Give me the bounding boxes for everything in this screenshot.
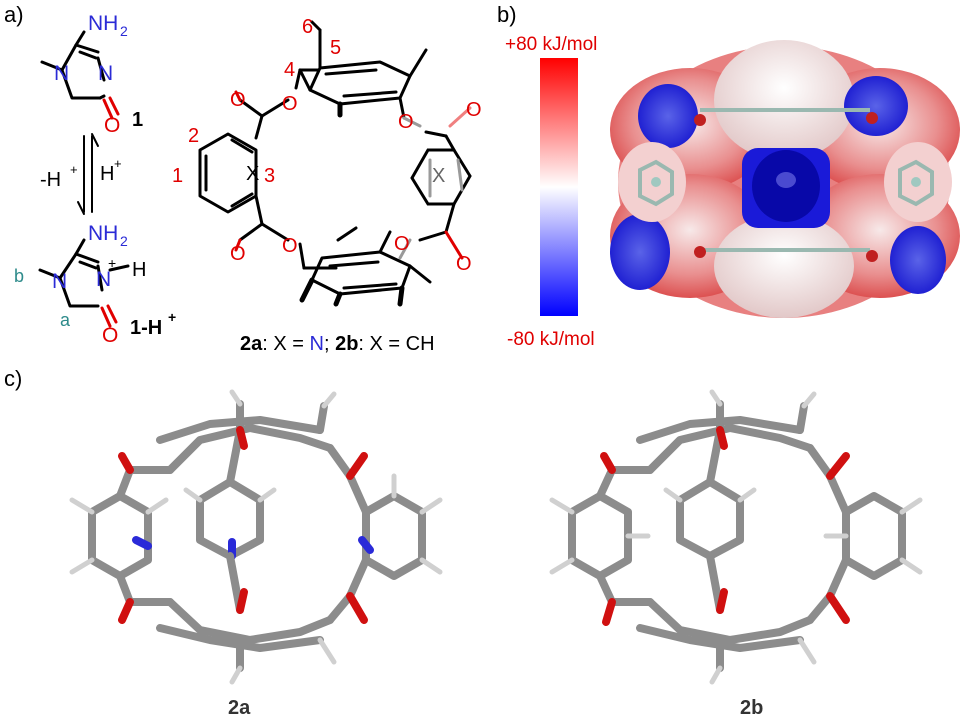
o-label-8: O	[456, 253, 472, 275]
position-6-label: 6	[302, 16, 313, 38]
compound-1-structure	[40, 30, 120, 120]
n1-label: N	[54, 62, 69, 85]
caption-2b: 2b	[335, 333, 358, 355]
n4-label: N	[96, 268, 111, 291]
position-5-label: 5	[330, 37, 341, 59]
caption-mid2: : X = CH	[358, 333, 434, 355]
structure-2a	[69, 389, 443, 685]
n4-charge: +	[108, 255, 116, 271]
esp-max-label: +80 kJ/mol	[505, 34, 597, 55]
compound-1h-charge: +	[168, 309, 176, 325]
caption-2a: 2a	[240, 333, 263, 355]
o-label-5: O	[398, 111, 414, 133]
compound-1h-number: 1-H	[130, 317, 162, 339]
compound-1-number: 1	[132, 109, 143, 131]
o-label-4: O	[282, 235, 298, 257]
nh2-subscript: 2	[120, 23, 128, 39]
compound-caption: 2a: X = N; 2b: X = CH	[240, 333, 435, 355]
o-label-6: O	[466, 99, 482, 121]
o-label-1: O	[230, 89, 246, 111]
n2-label: N	[98, 62, 113, 85]
o-label: O	[104, 114, 120, 137]
panel-label-b: b)	[497, 2, 517, 27]
nh2-label-2: NH	[88, 222, 118, 245]
position-b-label: b	[14, 266, 24, 286]
h-label: H	[132, 259, 146, 281]
caption-mid1: : X =	[262, 333, 309, 355]
label-2a: 2a	[228, 697, 251, 719]
panel-label-c: c)	[4, 366, 23, 391]
nh2-label: NH	[88, 12, 118, 35]
esp-color-bar	[540, 58, 578, 316]
minus-h-label: -H	[40, 169, 61, 191]
o2-label: O	[102, 324, 118, 347]
n3-label: N	[52, 270, 67, 293]
caption-n: N	[310, 333, 324, 355]
nh2-subscript-2: 2	[120, 233, 128, 249]
o-label-7: O	[394, 233, 410, 255]
panel-label-a: a)	[4, 2, 24, 27]
structure-2b	[549, 389, 923, 685]
x-label-right: X	[432, 165, 445, 187]
plus-h-label: H	[100, 163, 114, 185]
caption-sep: ;	[324, 333, 335, 355]
macrocycle-structure	[198, 20, 472, 307]
o-label-3: O	[230, 243, 246, 265]
position-1-label: 1	[172, 165, 183, 187]
esp-surface	[610, 40, 960, 318]
compound-1h-structure	[38, 238, 130, 328]
minus-h-charge: +	[70, 162, 78, 177]
x-label-left: X	[246, 163, 259, 185]
position-4-label: 4	[284, 59, 295, 81]
equilibrium-arrows	[77, 133, 99, 215]
plus-h-charge: +	[114, 156, 122, 171]
position-a-label: a	[60, 310, 71, 330]
position-2-label: 2	[188, 125, 199, 147]
o-label-2: O	[282, 93, 298, 115]
label-2b: 2b	[740, 697, 763, 719]
esp-min-label: -80 kJ/mol	[507, 329, 595, 350]
position-3-label: 3	[264, 165, 275, 187]
